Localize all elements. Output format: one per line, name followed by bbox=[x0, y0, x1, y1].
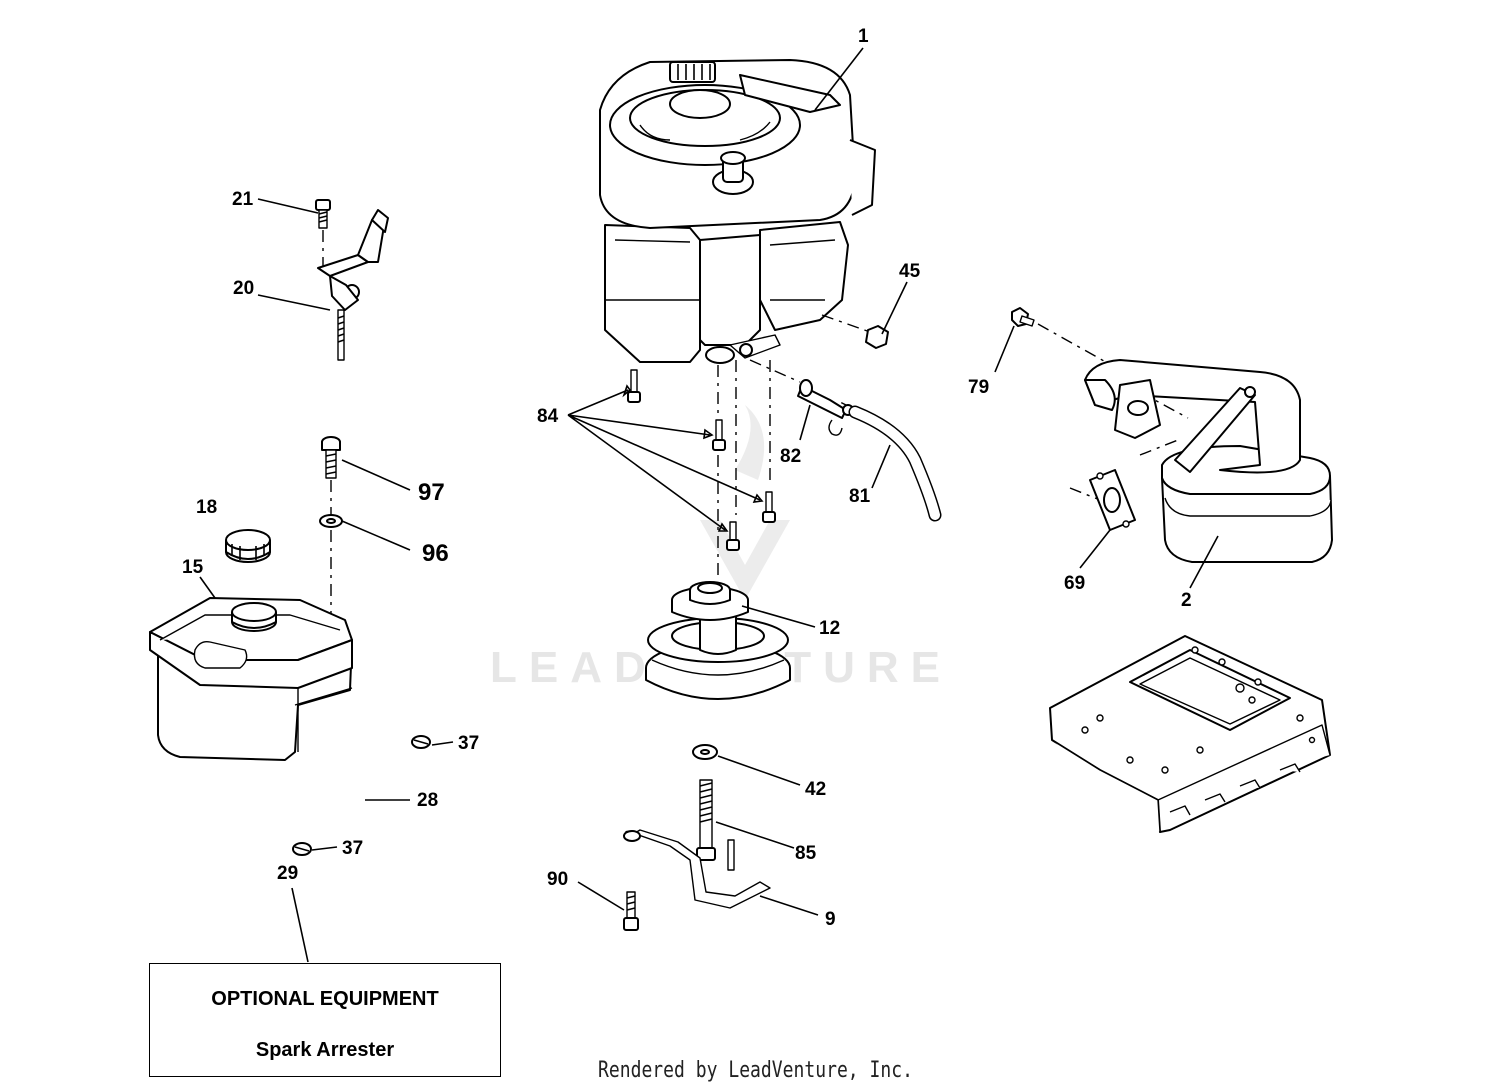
callout-42: 42 bbox=[805, 779, 826, 800]
optional-equipment-box: OPTIONAL EQUIPMENT Spark Arrester bbox=[149, 963, 501, 1077]
throttle-screw[interactable] bbox=[315, 199, 331, 229]
spark-arrester-label: Spark Arrester bbox=[255, 1039, 395, 1061]
gas-cap[interactable] bbox=[225, 529, 271, 563]
callout-37-lower: 37 bbox=[342, 838, 363, 859]
bolt-90[interactable] bbox=[623, 891, 639, 931]
callout-15: 15 bbox=[182, 557, 204, 578]
bolt-84-a[interactable] bbox=[627, 369, 641, 403]
muffler[interactable] bbox=[1084, 359, 1333, 563]
callout-81: 81 bbox=[849, 486, 871, 507]
optional-equipment-title: OPTIONAL EQUIPMENT bbox=[211, 988, 439, 1010]
callout-29: 29 bbox=[277, 863, 298, 884]
fuel-line-81[interactable] bbox=[848, 405, 942, 522]
fuel-fitting[interactable] bbox=[797, 379, 854, 436]
hose-clamp-lower[interactable] bbox=[292, 842, 312, 856]
pulley[interactable] bbox=[645, 581, 791, 700]
fuel-line[interactable] bbox=[315, 745, 415, 841]
footer-credit: Rendered by LeadVenture, Inc. bbox=[598, 1058, 913, 1083]
leader-lines bbox=[199, 47, 1219, 963]
washer-96[interactable] bbox=[319, 514, 343, 528]
fuel-tank[interactable] bbox=[149, 597, 353, 761]
bracket[interactable] bbox=[623, 829, 771, 909]
callout-37-upper: 37 bbox=[458, 733, 479, 754]
washer-42[interactable] bbox=[692, 744, 718, 760]
engine-base-plate[interactable] bbox=[1049, 635, 1331, 833]
throttle-control[interactable] bbox=[317, 209, 389, 361]
leader-dash bbox=[717, 360, 771, 575]
callout-45: 45 bbox=[899, 261, 921, 282]
bolt-85[interactable] bbox=[696, 779, 716, 861]
callout-21: 21 bbox=[232, 189, 254, 210]
callout-96: 96 bbox=[422, 540, 449, 567]
callout-1: 1 bbox=[858, 26, 869, 47]
screw-97[interactable] bbox=[321, 436, 341, 479]
leader-dash bbox=[1037, 323, 1189, 501]
bolt-84-b[interactable] bbox=[712, 419, 726, 451]
bolt-84-c[interactable] bbox=[762, 491, 776, 523]
callout-85: 85 bbox=[795, 843, 817, 864]
callout-97: 97 bbox=[418, 479, 445, 506]
callout-90: 90 bbox=[547, 869, 568, 890]
callout-82: 82 bbox=[780, 446, 801, 467]
callout-9: 9 bbox=[825, 909, 836, 930]
callout-2: 2 bbox=[1181, 590, 1192, 611]
bolt-84-d[interactable] bbox=[726, 521, 740, 551]
callout-79: 79 bbox=[968, 377, 989, 398]
callout-20: 20 bbox=[233, 278, 254, 299]
bolt-79[interactable] bbox=[1011, 307, 1035, 327]
callout-69: 69 bbox=[1064, 573, 1085, 594]
leader-dash bbox=[821, 314, 871, 333]
hose-clamp-upper[interactable] bbox=[411, 735, 431, 749]
callout-18: 18 bbox=[196, 497, 217, 518]
callout-12: 12 bbox=[819, 618, 840, 639]
engine[interactable] bbox=[599, 59, 876, 364]
callout-28: 28 bbox=[417, 790, 438, 811]
callout-84: 84 bbox=[537, 406, 559, 427]
watermark-logo bbox=[700, 405, 790, 600]
exhaust-gasket[interactable] bbox=[1089, 469, 1136, 531]
